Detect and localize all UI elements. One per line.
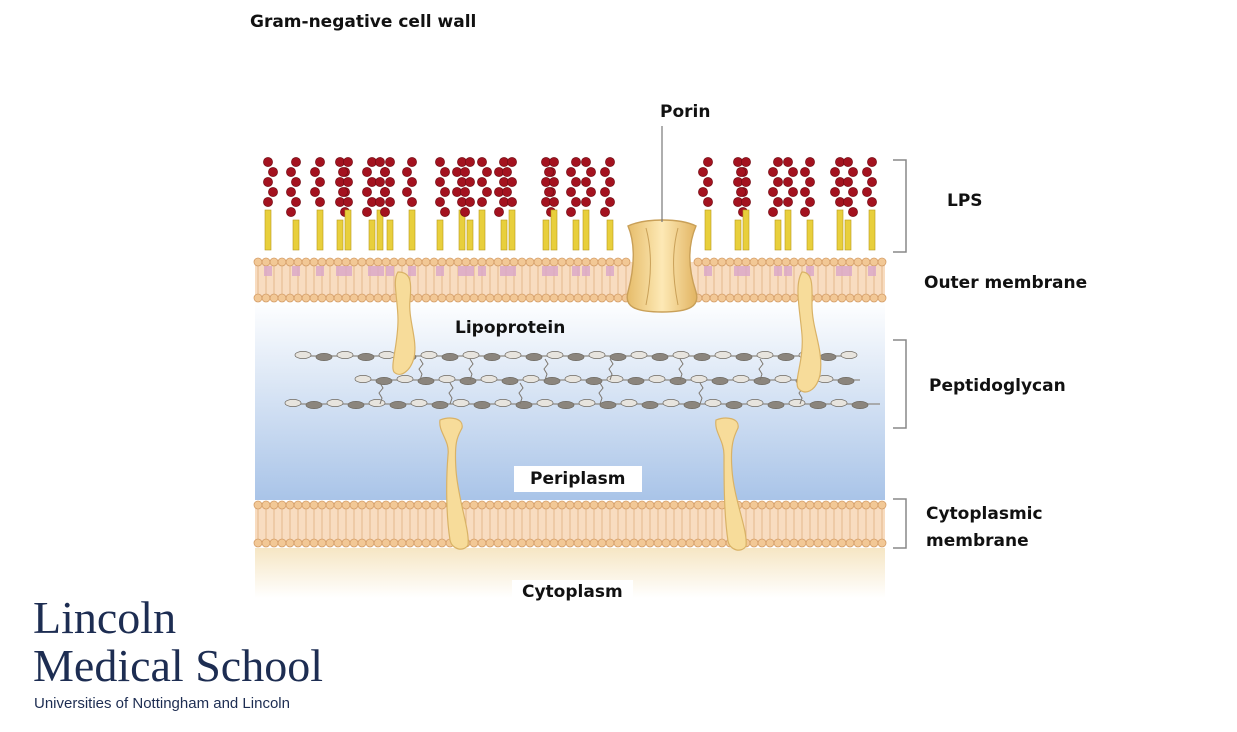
lipoprotein-right [796, 271, 822, 393]
porin-label: Porin [660, 102, 711, 122]
lps-layer [263, 157, 877, 276]
diagram-title: Gram-negative cell wall [250, 12, 477, 32]
outer-membrane-bilayer [253, 257, 887, 303]
logo-subtitle: Universities of Nottingham and Lincoln [34, 695, 290, 712]
lipoprotein-left [392, 271, 416, 375]
membrane-protein-left [439, 417, 469, 550]
porin-protein [626, 219, 698, 313]
peptidoglycan-layer [284, 351, 880, 409]
logo-line-medical-school: Medical School [33, 640, 323, 691]
cytoplasmic-membrane-label: Cytoplasmic membrane [926, 504, 1043, 551]
lipoprotein-label: Lipoprotein [455, 318, 566, 338]
cytoplasm-label: Cytoplasm [512, 580, 633, 604]
cytoplasmic-membrane-bilayer [253, 500, 887, 548]
peptidoglycan-bracket [893, 339, 907, 429]
logo-line-lincoln: Lincoln [33, 592, 177, 643]
membrane-protein-right [715, 417, 747, 551]
lps-label: LPS [947, 191, 983, 211]
periplasm-label: Periplasm [514, 466, 642, 492]
cytoplasmic-membrane-bracket [893, 498, 907, 549]
peptidoglycan-label: Peptidoglycan [929, 376, 1066, 396]
outer-membrane-label: Outer membrane [924, 273, 1088, 293]
lps-bracket [893, 159, 907, 253]
